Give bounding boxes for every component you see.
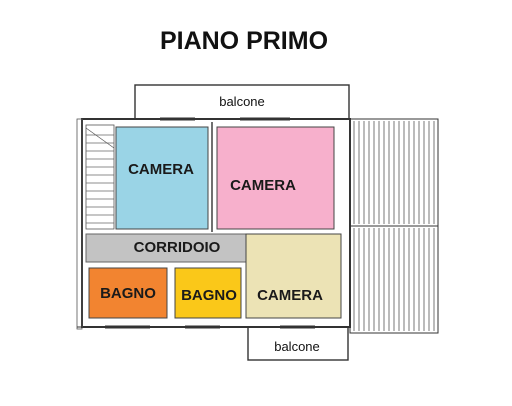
staircase xyxy=(85,124,115,230)
room-corridoio: CORRIDOIO xyxy=(85,233,263,263)
room-camera-top-right: CAMERA xyxy=(216,126,335,230)
balcony-bottom: balcone xyxy=(247,326,349,361)
hatched-terrace xyxy=(349,118,439,334)
balcony-top-label: balcone xyxy=(219,94,265,109)
room-camera-bottom-right-label: CAMERA xyxy=(257,287,323,304)
room-bagno-right: BAGNO xyxy=(174,267,242,319)
balcony-top: balcone xyxy=(134,84,350,120)
room-camera-top-right-label: CAMERA xyxy=(230,177,296,194)
balcony-bottom-label: balcone xyxy=(274,339,320,354)
room-camera-top-left-label: CAMERA xyxy=(128,161,194,178)
room-bagno-right-label: BAGNO xyxy=(181,287,237,304)
plan-title: PIANO PRIMO xyxy=(160,27,328,55)
room-camera-top-left: CAMERA xyxy=(115,126,209,230)
room-bagno-left: BAGNO xyxy=(88,267,168,319)
room-bagno-left-label: BAGNO xyxy=(100,285,156,302)
room-camera-bottom-right: CAMERA xyxy=(245,233,342,319)
room-corridoio-label: CORRIDOIO xyxy=(134,239,221,256)
